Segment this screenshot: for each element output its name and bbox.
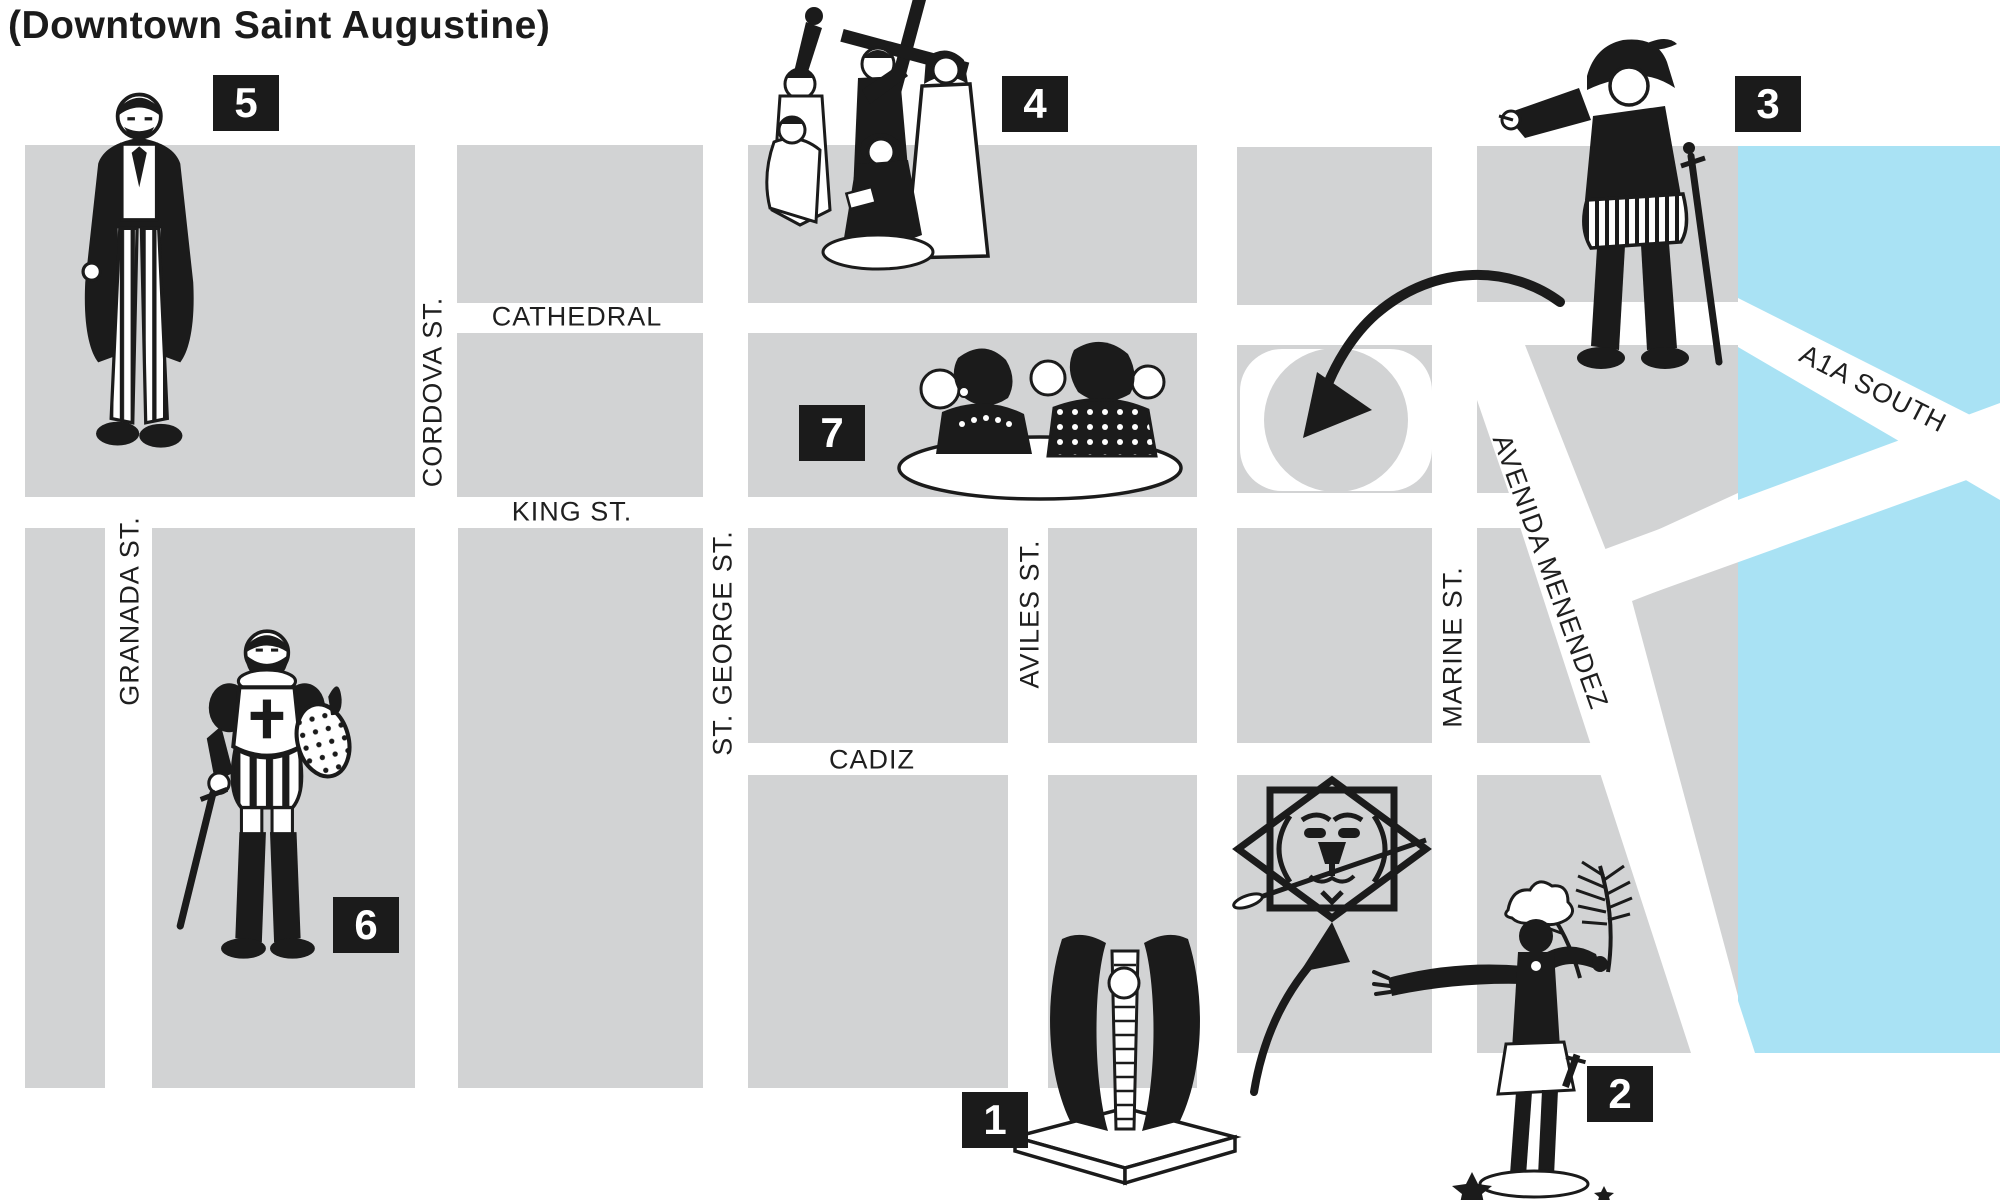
road-bridge-of-lions — [1600, 403, 2000, 601]
street-st-george-label: ST. GEORGE ST. — [707, 530, 738, 756]
missionaries-with-cross-icon — [765, 0, 990, 271]
city-block — [25, 145, 415, 497]
street-aviles-label: AVILES ST. — [1014, 539, 1045, 689]
city-block — [748, 528, 1008, 743]
conquistador-with-shield-statue-icon — [176, 629, 352, 959]
street-marine-label: MARINE ST. — [1437, 566, 1468, 728]
abstract-sculpture-icon — [1008, 934, 1242, 1186]
city-block — [25, 528, 105, 1088]
city-block — [1477, 528, 1592, 743]
city-block — [748, 775, 1008, 1088]
roads — [1457, 298, 2000, 1053]
city-block — [1048, 528, 1197, 743]
city-block — [1237, 147, 1432, 305]
city-block — [1525, 345, 1738, 553]
road-avenida-menendez — [1457, 333, 1755, 1053]
city-block — [458, 528, 703, 1088]
city-block — [1477, 400, 1509, 493]
water-area — [1738, 146, 2000, 1053]
street-cordova-label: CORDOVA ST. — [417, 296, 448, 488]
street-king-label: KING ST. — [511, 496, 633, 527]
pointing-conquistador-statue-icon — [1498, 39, 1723, 369]
marker-badge-4: 4 — [1002, 76, 1068, 132]
curved-route-arrow-icon — [1303, 269, 1565, 438]
city-block — [457, 145, 703, 303]
marker-badge-6: 6 — [333, 897, 399, 953]
city-block — [1632, 560, 1738, 996]
marker-badge-1: 1 — [962, 1092, 1028, 1148]
map-title: (Downtown Saint Augustine) — [8, 4, 551, 47]
marker-badge-5: 5 — [213, 75, 279, 131]
street-cathedral-label: CATHEDRAL — [491, 301, 663, 332]
city-block — [457, 333, 703, 497]
marker-badge-3: 3 — [1735, 76, 1801, 132]
native-statue-icon — [1372, 860, 1633, 1200]
swoosh-arrow-icon — [1250, 922, 1350, 1096]
street-granada-label: GRANADA ST. — [114, 516, 145, 706]
marker-badge-7: 7 — [799, 405, 865, 461]
women-at-table-icon — [897, 341, 1183, 501]
bridge-of-lions-emblem-icon — [1232, 775, 1432, 923]
marker-badge-2: 2 — [1587, 1066, 1653, 1122]
city-block — [1237, 528, 1432, 743]
street-cadiz-label: CADIZ — [829, 744, 915, 775]
frock-coat-man-statue-icon — [81, 92, 194, 448]
